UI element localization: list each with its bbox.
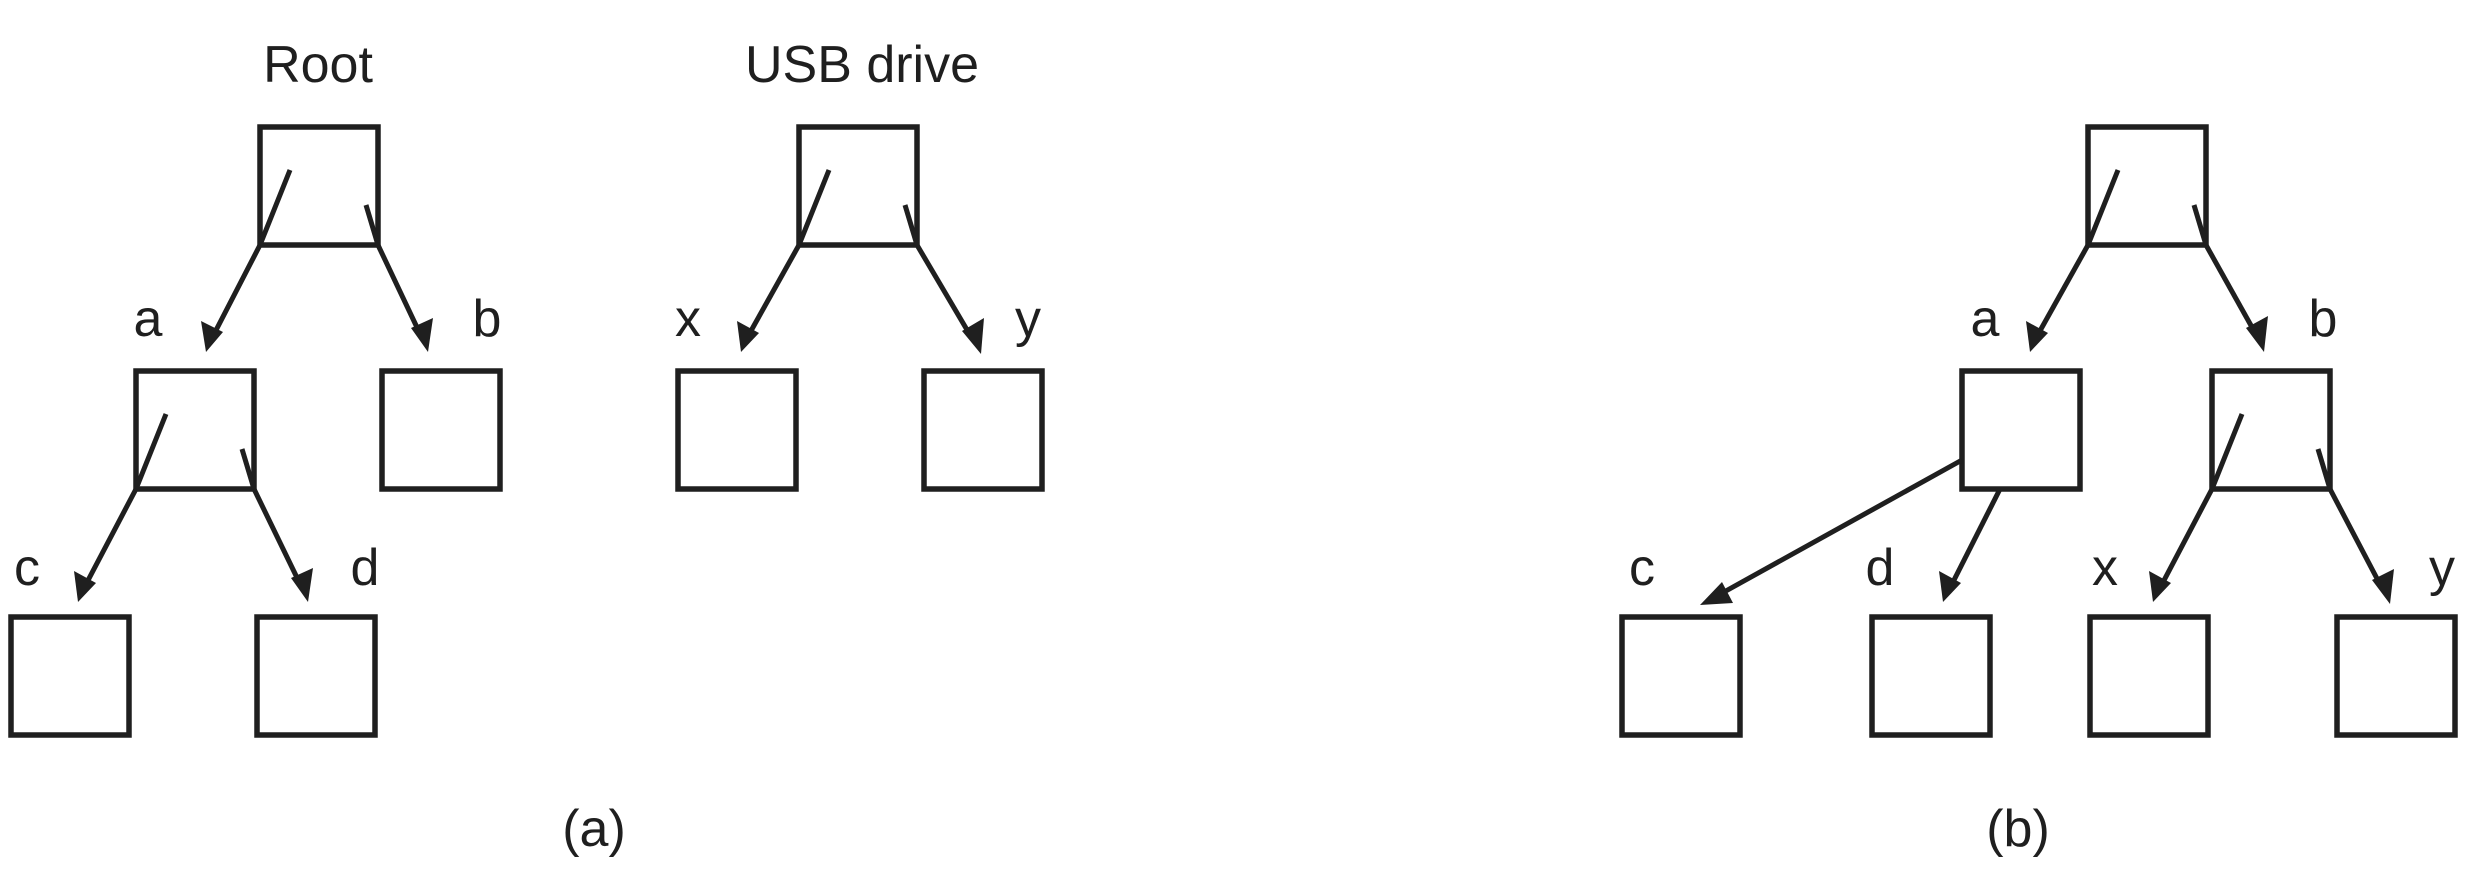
directory-x-node: [675, 368, 799, 492]
label-c: c: [14, 539, 40, 597]
directory-b-node: [379, 368, 503, 492]
edge-root-to-b-arrowhead: [411, 318, 433, 352]
edge-root-to-b: [375, 243, 425, 340]
mounted-label-y: y: [2429, 539, 2455, 597]
directory-a-node: [133, 368, 257, 492]
mounted-directory-c-node: [1619, 614, 1743, 738]
root-tree: Root a b c d: [8, 36, 503, 738]
root-slot-a-mark: [257, 169, 293, 246]
mounted-directory-y-node: [2334, 614, 2458, 738]
mounted-b-slot-x-mark: [2209, 413, 2245, 490]
mounted-edge-root-to-a: [2033, 243, 2091, 340]
edge-root-to-a: [209, 243, 263, 340]
mounted-directory-d-node: [1869, 614, 1993, 738]
mounted-label-x: x: [2092, 539, 2118, 597]
mounted-label-d: d: [1866, 539, 1895, 597]
root-tree-title: Root: [263, 36, 373, 94]
a-slot-d-mark: [239, 448, 257, 490]
mounted-root-slot-b-mark: [2191, 204, 2209, 246]
mounted-edge-root-to-b-arrowhead: [2246, 316, 2268, 352]
edge-usb-to-y: [914, 243, 976, 342]
mounted-edge-a-to-d: [1947, 487, 2003, 590]
mounted-edge-b-to-x-arrowhead: [2149, 571, 2171, 602]
label-y: y: [1015, 290, 1041, 348]
a-slot-c-mark: [133, 413, 169, 490]
mounted-edge-root-to-a-arrowhead: [2026, 321, 2048, 352]
label-d: d: [351, 539, 380, 597]
edge-a-to-c-arrowhead: [74, 571, 96, 602]
mounted-edge-a-to-c: [1713, 457, 1964, 600]
mounted-edge-b-to-y-arrowhead: [2372, 569, 2394, 604]
mounted-edge-b-to-x: [2157, 487, 2215, 590]
mounted-edge-b-to-y: [2327, 487, 2386, 592]
root-slot-b-mark: [363, 204, 381, 246]
usb-drive-title: USB drive: [745, 36, 979, 94]
directory-c-node: [8, 614, 132, 738]
usb-slot-y-mark: [902, 204, 920, 246]
directory-y-node: [921, 368, 1045, 492]
label-a: a: [134, 290, 163, 348]
directory-d-node: [254, 614, 378, 738]
mounted-label-a: a: [1971, 290, 2000, 348]
edge-usb-to-x: [744, 243, 802, 340]
edge-a-to-c: [81, 487, 139, 590]
caption-a: (a): [562, 800, 626, 858]
usb-root-node: [796, 124, 920, 248]
mounted-tree: a b c d x y: [1619, 124, 2458, 738]
edge-usb-to-y-arrowhead: [962, 318, 984, 354]
label-b: b: [473, 290, 502, 348]
mounted-directory-x-node: [2087, 614, 2211, 738]
root-directory-node: [257, 124, 381, 248]
mounted-directory-a-node: [1959, 368, 2083, 492]
caption-b: (b): [1986, 800, 2050, 858]
mounted-root-node: [2085, 124, 2209, 248]
mounted-label-b: b: [2309, 290, 2338, 348]
edge-a-to-d-arrowhead: [291, 568, 313, 602]
mounted-directory-b-node: [2209, 368, 2333, 492]
edge-usb-to-x-arrowhead: [737, 321, 759, 352]
label-x: x: [675, 290, 701, 348]
edge-root-to-a-arrowhead: [201, 321, 223, 352]
usb-drive-tree: USB drive x y: [675, 36, 1045, 492]
mounted-edge-a-to-c-arrowhead: [1700, 582, 1733, 605]
mounted-root-slot-a-mark: [2085, 169, 2121, 246]
edge-a-to-d: [251, 487, 305, 590]
mounted-b-slot-y-mark: [2315, 448, 2333, 490]
usb-slot-x-mark: [796, 169, 832, 246]
mounted-label-c: c: [1629, 539, 1655, 597]
mounted-edge-a-to-d-arrowhead: [1939, 571, 1961, 602]
mounted-edge-root-to-b: [2203, 243, 2261, 340]
